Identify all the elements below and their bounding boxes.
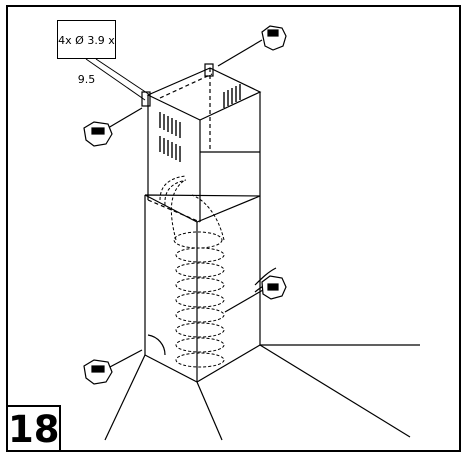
- hand-screwdriver-icon: [83, 121, 113, 147]
- lower-chimney-cover: [144, 194, 261, 383]
- upper-chimney-section: [141, 63, 262, 223]
- screw-top-right: [217, 39, 263, 67]
- hand-screwdriver-icon: [261, 25, 287, 51]
- hand-screwdriver-icon: [261, 275, 287, 300]
- flexible-air-duct: [159, 175, 225, 368]
- screw-spec-callout: 4x Ø 3.9 x 9.5: [57, 20, 116, 86]
- figure-frame: [6, 5, 461, 452]
- wall-corner-lines: [104, 267, 420, 441]
- screw-left-lower: [107, 349, 143, 369]
- step-number-badge: 18: [6, 405, 61, 452]
- screw-right-lower: [224, 289, 264, 313]
- vent-slots-left: [159, 112, 181, 162]
- vent-slots-right: [223, 84, 241, 108]
- screw-left-upper: [107, 107, 143, 129]
- callout-leader-lines: [85, 58, 151, 101]
- hand-screwdriver-icon: [83, 359, 113, 385]
